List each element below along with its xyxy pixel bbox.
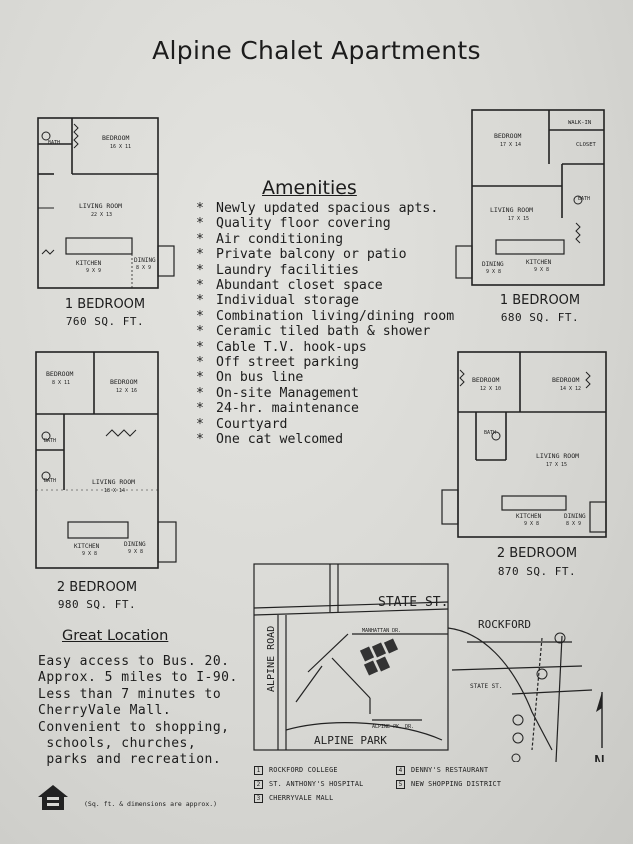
list-item: Easy access to Bus. 20. [38, 654, 230, 669]
list-item: Convenient to shopping, [38, 719, 230, 735]
map-label-alpine-pk-dr: ALPINE PK. DR. [372, 724, 414, 730]
map-label-state-st-small: STATE ST. [470, 683, 503, 690]
floor-plan-1-bedroom-680: BEDROOM 17 X 14 WALK-IN CLOSET BATH LIVI… [455, 109, 605, 286]
room-label: BEDROOM [494, 132, 521, 140]
plan-2-size: 680 SQ. FT. [500, 311, 580, 324]
room-label: CLOSET [576, 142, 597, 148]
room-label: DINING [134, 257, 156, 264]
room-label: BATH [48, 140, 60, 146]
room-dim: 18 X 14 [104, 488, 125, 494]
location-heading: Great Location [62, 628, 169, 644]
room-dim: 17 X 15 [546, 462, 567, 468]
room-dim: 9 X 8 [486, 269, 501, 275]
room-dim: 12 X 10 [480, 386, 501, 392]
map-label-alpine-road: ALPINE ROAD [266, 626, 277, 692]
room-label: BEDROOM [110, 378, 137, 386]
location-map: STATE ST. ALPINE ROAD ALPINE PARK ROCKFO… [253, 563, 605, 762]
list-item: Laundry facilities [196, 263, 454, 278]
amenities-heading: Amenities [262, 177, 357, 199]
list-item: Quality floor covering [196, 216, 454, 231]
room-label: LIVING ROOM [92, 478, 135, 486]
room-label: DINING [482, 261, 504, 268]
room-dim: 9 X 9 [86, 268, 101, 274]
room-label: KITCHEN [76, 260, 102, 267]
list-item: parks and recreation. [38, 752, 222, 768]
room-label: BEDROOM [472, 376, 499, 384]
room-dim: 8 X 11 [52, 380, 70, 386]
amenities-list: Newly updated spacious apts. Quality flo… [196, 201, 454, 448]
room-dim: 8 X 9 [136, 265, 151, 271]
room-dim: 16 X 11 [110, 144, 131, 150]
list-item: On bus line [196, 370, 454, 385]
room-label: KITCHEN [526, 259, 552, 266]
room-dim: 9 X 8 [524, 521, 539, 527]
list-item: Ceramic tiled bath & shower [196, 324, 454, 339]
list-item: On-site Management [196, 386, 454, 401]
room-label: KITCHEN [74, 543, 100, 550]
plan-1-name: 1 BEDROOM [64, 297, 146, 312]
plan-1-size: 760 SQ. FT. [65, 315, 145, 328]
room-label: KITCHEN [516, 513, 542, 520]
list-item: Off street parking [196, 355, 454, 370]
room-dim: 9 X 8 [128, 549, 143, 555]
room-label: BEDROOM [46, 370, 73, 378]
map-label-alpine-park: ALPINE PARK [314, 734, 387, 747]
room-label: BATH [44, 478, 56, 484]
plan-4-size: 870 SQ. FT. [497, 565, 577, 578]
list-item: Private balcony or patio [196, 247, 454, 262]
room-label: LIVING ROOM [79, 202, 122, 210]
room-label: DINING [564, 513, 586, 520]
list-item: CherryVale Mall. [38, 703, 172, 719]
room-label: WALK-IN [568, 120, 591, 126]
room-label: BEDROOM [102, 134, 129, 142]
room-label: LIVING ROOM [490, 206, 533, 214]
footnote: (Sq. ft. & dimensions are approx.) [84, 800, 218, 808]
room-dim: 9 X 8 [534, 267, 549, 273]
room-dim: 9 X 8 [82, 551, 97, 557]
plan-3-size: 980 SQ. FT. [57, 598, 137, 611]
page-title: Alpine Chalet Apartments [152, 36, 481, 65]
room-dim: 17 X 14 [500, 142, 521, 148]
north-label: N [594, 752, 605, 762]
list-item: Individual storage [196, 293, 454, 308]
list-item: Cable T.V. hook-ups [196, 340, 454, 355]
room-dim: 22 X 13 [91, 212, 112, 218]
list-item: schools, churches, [38, 736, 197, 752]
list-item: Combination living/dining room [196, 309, 454, 324]
plan-2-name: 1 BEDROOM [499, 293, 581, 308]
plan-4-name: 2 BEDROOM [496, 546, 578, 561]
room-label: BATH [484, 430, 496, 436]
room-label: BATH [578, 196, 590, 202]
list-item: Air conditioning [196, 232, 454, 247]
list-item: Approx. 5 miles to I-90. [38, 670, 238, 686]
map-label-state-st: STATE ST. [378, 595, 448, 610]
list-item: One cat welcomed [196, 432, 454, 447]
room-label: BATH [44, 438, 56, 444]
floor-plan-1-bedroom-760: BEDROOM 16 X 11 BATH LIVING ROOM 22 X 13… [37, 117, 175, 289]
room-dim: 8 X 9 [566, 521, 581, 527]
room-label: BEDROOM [552, 376, 579, 384]
list-item: Courtyard [196, 417, 454, 432]
location-list: Easy access to Bus. 20. Approx. 5 miles … [38, 654, 238, 769]
list-item: 24-hr. maintenance [196, 401, 454, 416]
room-dim: 12 X 16 [116, 388, 137, 394]
list-item: Abundant closet space [196, 278, 454, 293]
map-label-rockford: ROCKFORD [478, 618, 531, 631]
room-dim: 14 X 12 [560, 386, 581, 392]
map-label-manhattan-dr: MANHATTAN DR. [362, 628, 401, 634]
equal-housing-house-icon [38, 785, 68, 810]
list-item: Less than 7 minutes to [38, 686, 222, 702]
plan-3-name: 2 BEDROOM [56, 580, 138, 595]
room-label: LIVING ROOM [536, 452, 579, 460]
room-dim: 17 X 15 [508, 216, 529, 222]
room-label: DINING [124, 541, 146, 548]
list-item: Newly updated spacious apts. [196, 201, 454, 216]
floor-plan-2-bedroom-870: BEDROOM 12 X 10 BEDROOM 14 X 12 BATH LIV… [441, 351, 607, 538]
floor-plan-2-bedroom-980: BEDROOM 8 X 11 BEDROOM 12 X 16 BATH BATH… [35, 351, 177, 569]
